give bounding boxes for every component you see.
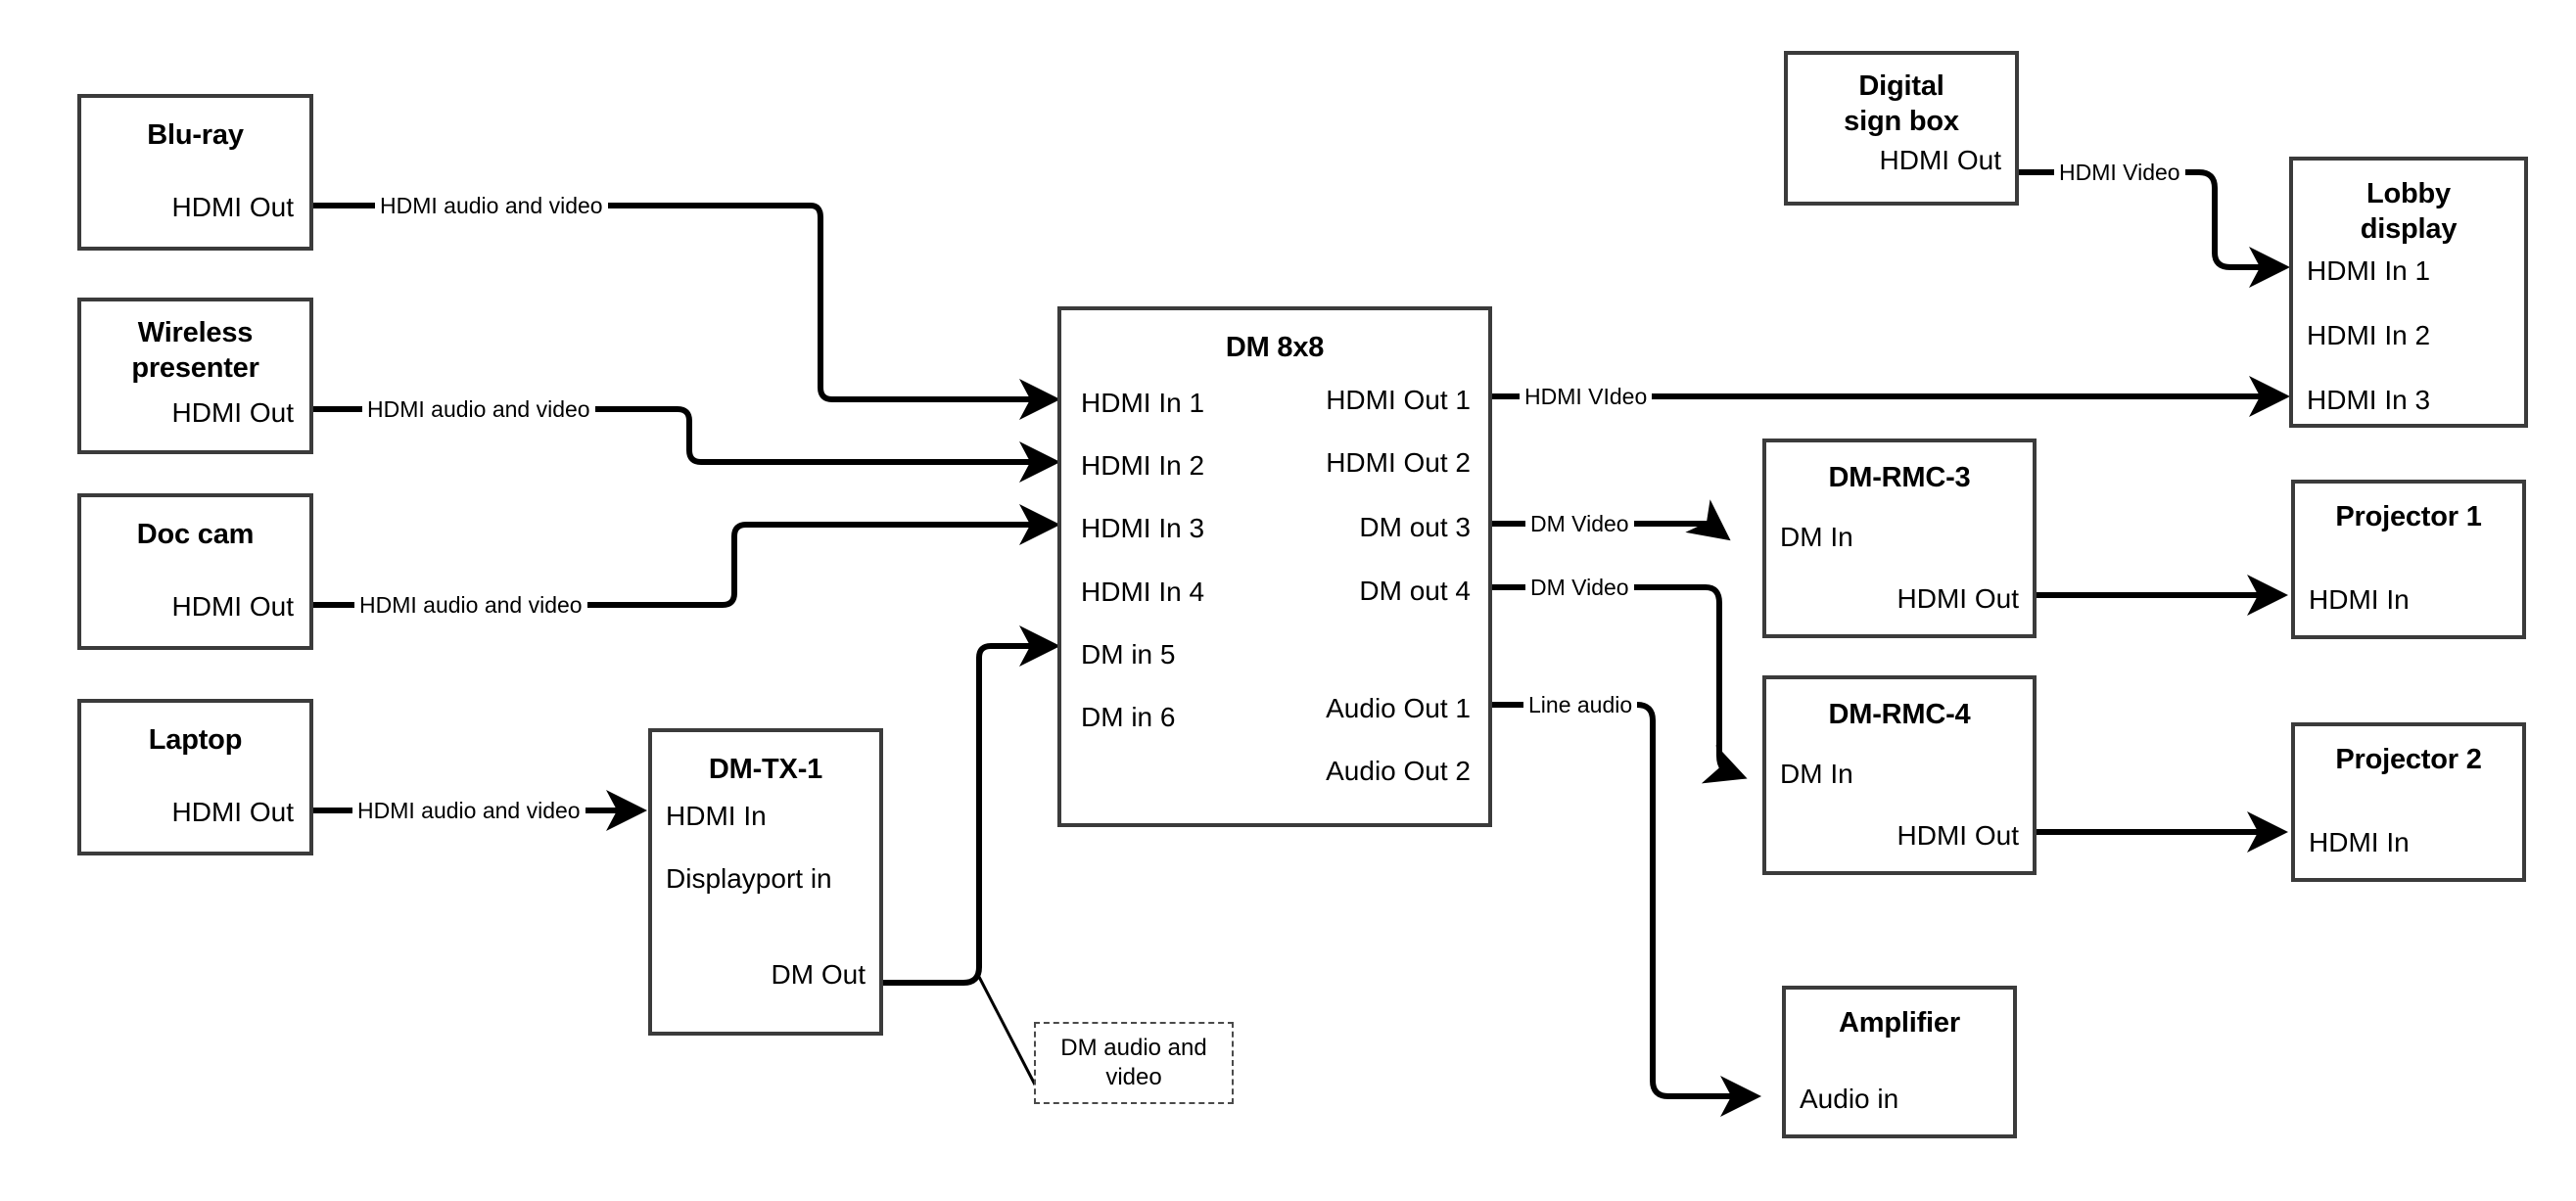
node-doc-cam-title: Doc cam — [136, 519, 255, 550]
node-projector-1-title: Projector 1 — [2335, 501, 2482, 532]
node-dm-8x8-output-audio-out-1: Audio Out 1 — [1326, 693, 1471, 723]
node-amplifier-title: Amplifier — [1839, 1007, 1960, 1039]
node-wireless-presenter-port-hdmi-out: HDMI Out — [171, 397, 294, 428]
node-dm-rmc-4-title: DM-RMC-4 — [1828, 699, 1971, 730]
node-dm-rmc-4[interactable]: DM-RMC-4 DM In HDMI Out — [1762, 675, 2037, 875]
wire-audio-out-1-to-amplifier — [1492, 702, 1761, 1117]
callout-dm-audio-and-video-text: DM audio and video — [1060, 1035, 1207, 1090]
wire-digitalsign-to-lobby-hdmi-in-1 — [2019, 169, 2290, 288]
wire-label-digitalsign-to-lobby: HDMI Video — [2054, 160, 2185, 185]
node-dm-8x8[interactable]: DM 8x8 HDMI In 1 HDMI In 2 HDMI In 3 HDM… — [1057, 306, 1492, 827]
node-dm-8x8-input-dm-in-5: DM in 5 — [1081, 639, 1176, 670]
node-dm-rmc-3-port-dm-in: DM In — [1780, 522, 1853, 552]
node-dm-rmc-3[interactable]: DM-RMC-3 DM In HDMI Out — [1762, 439, 2037, 638]
callout-leader-line — [977, 976, 1038, 1087]
node-dm-rmc-3-port-hdmi-out: HDMI Out — [1897, 583, 2019, 614]
node-dm-tx-1-port-dm-out: DM Out — [771, 959, 866, 990]
wire-label-hdmi-out-1-to-lobby: HDMI VIdeo — [1520, 384, 1653, 409]
node-dm-8x8-output-dm-out-3: DM out 3 — [1359, 512, 1471, 542]
node-lobby-display-port-hdmi-in-3: HDMI In 3 — [2307, 385, 2431, 415]
wire-label-audio-out-1-to-amplifier: Line audio — [1523, 692, 1638, 717]
node-dm-8x8-output-dm-out-4: DM out 4 — [1359, 576, 1471, 606]
node-projector-2-title: Projector 2 — [2335, 744, 2482, 775]
wire-label-dm-out-4-to-rmc4: DM Video — [1525, 575, 1634, 600]
node-dm-8x8-input-hdmi-in-4: HDMI In 4 — [1081, 577, 1205, 607]
node-dm-rmc-4-port-dm-in: DM In — [1780, 759, 1853, 789]
node-dm-8x8-input-hdmi-in-3: HDMI In 3 — [1081, 513, 1205, 543]
node-digital-sign-box[interactable]: Digital sign box HDMI Out — [1784, 51, 2019, 206]
node-dm-8x8-input-dm-in-6: DM in 6 — [1081, 702, 1176, 732]
node-dm-rmc-3-title: DM-RMC-3 — [1828, 462, 1971, 493]
node-amplifier[interactable]: Amplifier Audio in — [1782, 986, 2017, 1138]
node-lobby-display[interactable]: Lobby display HDMI In 1 HDMI In 2 HDMI I… — [2289, 157, 2528, 428]
node-amplifier-port-audio-in: Audio in — [1800, 1084, 1899, 1114]
wire-label-doccam-to-hdmi-in-3: HDMI audio and video — [354, 592, 587, 618]
node-digital-sign-box-port-hdmi-out: HDMI Out — [1879, 145, 2001, 175]
node-wireless-presenter-title: Wireless presenter — [131, 317, 259, 384]
node-projector-1[interactable]: Projector 1 HDMI In — [2291, 480, 2526, 639]
node-dm-rmc-4-port-hdmi-out: HDMI Out — [1897, 820, 2019, 851]
node-lobby-display-title: Lobby display — [2360, 178, 2458, 245]
node-dm-8x8-output-hdmi-out-2: HDMI Out 2 — [1326, 447, 1471, 478]
node-projector-2[interactable]: Projector 2 HDMI In — [2291, 722, 2526, 882]
node-laptop[interactable]: Laptop HDMI Out — [77, 699, 313, 855]
node-bluray[interactable]: Blu-ray HDMI Out — [77, 94, 313, 251]
node-projector-1-port-hdmi-in: HDMI In — [2309, 584, 2410, 615]
node-bluray-title: Blu-ray — [147, 119, 244, 151]
callout-dm-audio-and-video: DM audio and video — [1034, 1022, 1234, 1104]
wire-bluray-to-hdmi-in-1 — [313, 203, 1060, 420]
wire-dm-out-4-to-rmc4 — [1492, 584, 1748, 784]
node-digital-sign-box-title: Digital sign box — [1844, 70, 1959, 137]
node-laptop-title: Laptop — [148, 724, 243, 756]
node-lobby-display-port-hdmi-in-2: HDMI In 2 — [2307, 320, 2431, 350]
wire-label-dm-out-3-to-rmc3: DM Video — [1525, 511, 1634, 536]
node-dm-tx-1-port-displayport-in: Displayport in — [666, 863, 832, 894]
wire-label-wireless-to-hdmi-in-2: HDMI audio and video — [362, 396, 595, 422]
wire-dmtx1-to-dm-in-5 — [883, 625, 1060, 986]
node-bluray-port-hdmi-out: HDMI Out — [171, 192, 294, 222]
node-doc-cam-port-hdmi-out: HDMI Out — [171, 591, 294, 622]
node-lobby-display-port-hdmi-in-1: HDMI In 1 — [2307, 255, 2431, 286]
node-laptop-port-hdmi-out: HDMI Out — [171, 797, 294, 827]
node-dm-8x8-input-hdmi-in-2: HDMI In 2 — [1081, 450, 1205, 481]
node-dm-8x8-title: DM 8x8 — [1225, 332, 1325, 363]
node-dm-8x8-output-hdmi-out-1: HDMI Out 1 — [1326, 385, 1471, 415]
node-dm-tx-1-port-hdmi-in: HDMI In — [666, 801, 767, 831]
node-dm-8x8-input-hdmi-in-1: HDMI In 1 — [1081, 388, 1205, 418]
node-dm-tx-1[interactable]: DM-TX-1 HDMI In Displayport in DM Out — [648, 728, 883, 1036]
node-projector-2-port-hdmi-in: HDMI In — [2309, 827, 2410, 857]
node-doc-cam[interactable]: Doc cam HDMI Out — [77, 493, 313, 650]
node-dm-8x8-output-audio-out-2: Audio Out 2 — [1326, 756, 1471, 786]
wire-label-bluray-to-hdmi-in-1: HDMI audio and video — [375, 193, 608, 218]
node-dm-tx-1-title: DM-TX-1 — [708, 754, 823, 785]
wire-label-laptop-to-dmtx1: HDMI audio and video — [352, 798, 585, 823]
node-wireless-presenter[interactable]: Wireless presenter HDMI Out — [77, 298, 313, 454]
